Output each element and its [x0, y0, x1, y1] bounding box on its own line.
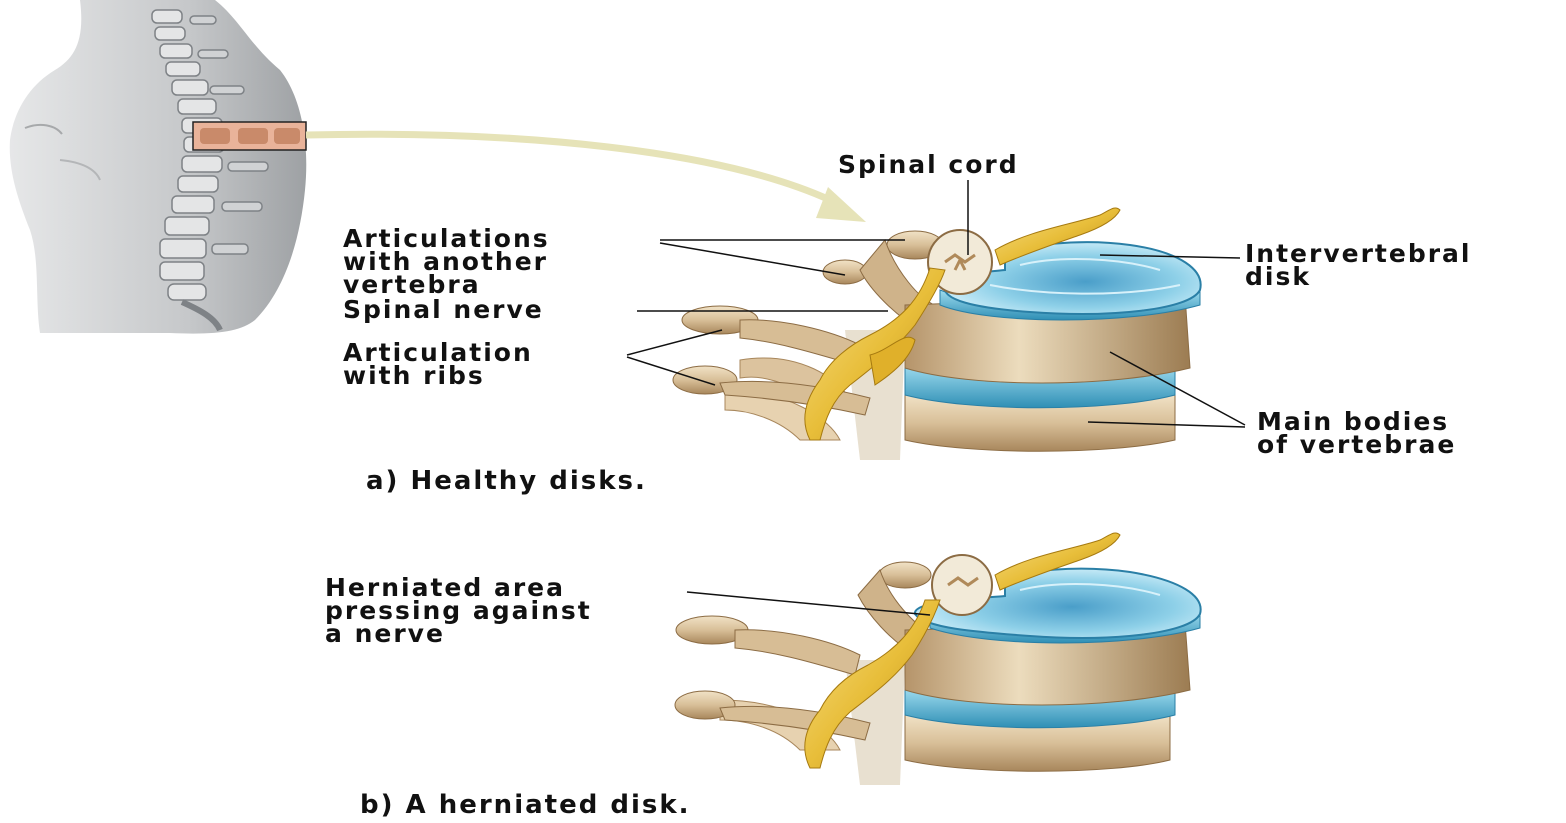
spine-illustration-herniated	[675, 533, 1201, 785]
zoom-arrow	[306, 134, 866, 222]
highlight-box	[193, 122, 306, 150]
caption-healthy: a) Healthy disks.	[366, 466, 647, 496]
caption-herniated: b) A herniated disk.	[360, 790, 691, 820]
label-articulations-vertebra: Articulations with another vertebra	[343, 227, 550, 296]
spine-illustration-healthy	[673, 208, 1201, 460]
label-intervertebral-disk: Intervertebral disk	[1245, 242, 1472, 288]
label-main-bodies: Main bodies of vertebrae	[1257, 410, 1456, 456]
label-spinal-nerve: Spinal nerve	[343, 298, 544, 321]
label-herniated-area: Herniated area pressing against a nerve	[325, 576, 592, 645]
label-articulation-ribs: Articulation with ribs	[343, 341, 533, 387]
label-spinal-cord: Spinal cord	[838, 153, 1019, 176]
